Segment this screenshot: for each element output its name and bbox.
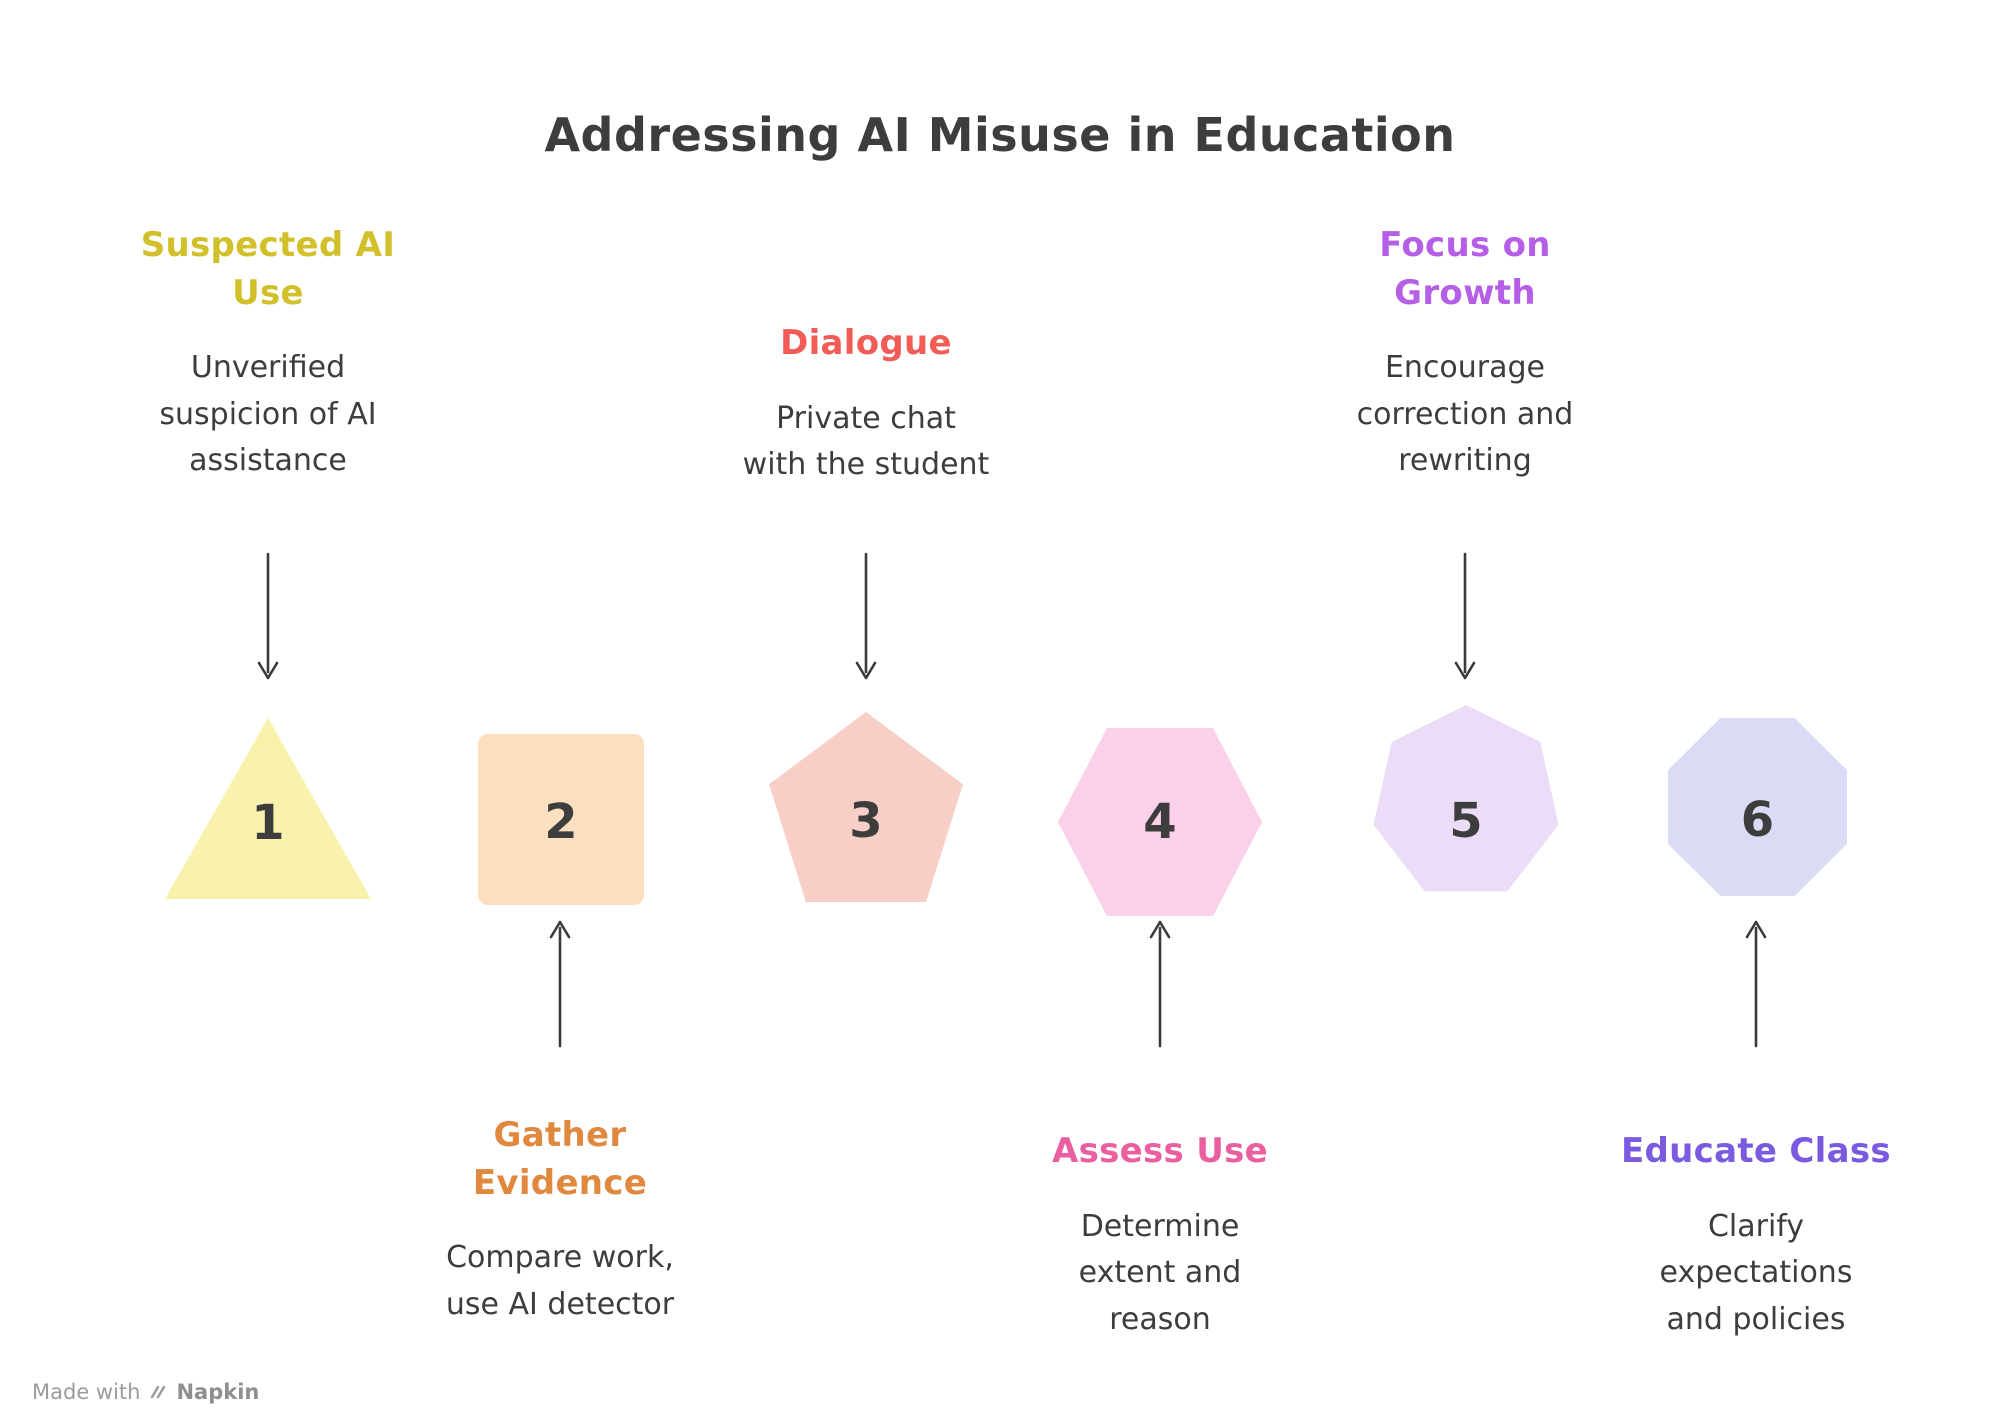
napkin-logo-icon xyxy=(151,1385,166,1399)
step-3-heading: Dialogue xyxy=(780,323,952,363)
step-4-heading: Assess Use xyxy=(1051,1131,1269,1171)
step-2-description: Compare work, use AI detector xyxy=(445,1240,675,1322)
step-3-shape-pentagon: 3 xyxy=(769,712,963,902)
step-2-number: 2 xyxy=(544,793,578,850)
watermark-made-with: Made with xyxy=(32,1380,141,1404)
down-arrow-icon xyxy=(257,552,279,680)
up-arrow-icon xyxy=(549,920,571,1048)
step-5-shape-heptagon: 5 xyxy=(1373,705,1559,892)
step-2-shape-square: 2 xyxy=(478,734,644,905)
step-6-shape-octagon: 6 xyxy=(1668,718,1847,896)
step-6-heading: Educate Class xyxy=(1621,1131,1891,1171)
step-4-label: Assess Use Determine extent and reason xyxy=(980,1128,1340,1343)
step-5-heading: Focus on Growth xyxy=(1379,225,1551,313)
down-arrow-icon xyxy=(855,552,877,680)
step-6-description: Clarify expectations and policies xyxy=(1659,1208,1853,1337)
diagram-title: Addressing AI Misuse in Education xyxy=(544,108,1456,162)
step-5-number: 5 xyxy=(1449,793,1483,849)
step-1-shape-triangle: 1 xyxy=(165,718,371,899)
step-6-label: Educate Class Clarify expectations and p… xyxy=(1576,1128,1936,1343)
up-arrow-icon xyxy=(1149,920,1171,1048)
step-1-number: 1 xyxy=(251,794,285,851)
up-arrow-icon xyxy=(1745,920,1767,1048)
step-3-description: Private chat with the student xyxy=(742,400,990,483)
step-4-description: Determine extent and reason xyxy=(1078,1208,1242,1337)
step-3-number: 3 xyxy=(849,793,883,849)
step-1-heading: Suspected AI Use xyxy=(140,225,396,313)
step-2-label: Gather Evidence Compare work, use AI det… xyxy=(380,1112,740,1328)
watermark: Made with Napkin xyxy=(32,1380,259,1404)
step-5-description: Encourage correction and rewriting xyxy=(1356,350,1574,479)
step-6-number: 6 xyxy=(1740,792,1775,848)
step-5-label: Focus on Growth Encourage correction and… xyxy=(1285,222,1645,485)
step-2-heading: Gather Evidence xyxy=(472,1115,648,1203)
step-3-label: Dialogue Private chat with the student xyxy=(686,320,1046,489)
step-4-number: 4 xyxy=(1143,794,1177,850)
step-1-description: Unverified suspicion of AI assistance xyxy=(159,350,377,479)
step-1-label: Suspected AI Use Unverified suspicion of… xyxy=(88,222,448,485)
down-arrow-icon xyxy=(1454,552,1476,680)
watermark-brand: Napkin xyxy=(176,1380,260,1404)
step-4-shape-hexagon: 4 xyxy=(1058,728,1262,916)
